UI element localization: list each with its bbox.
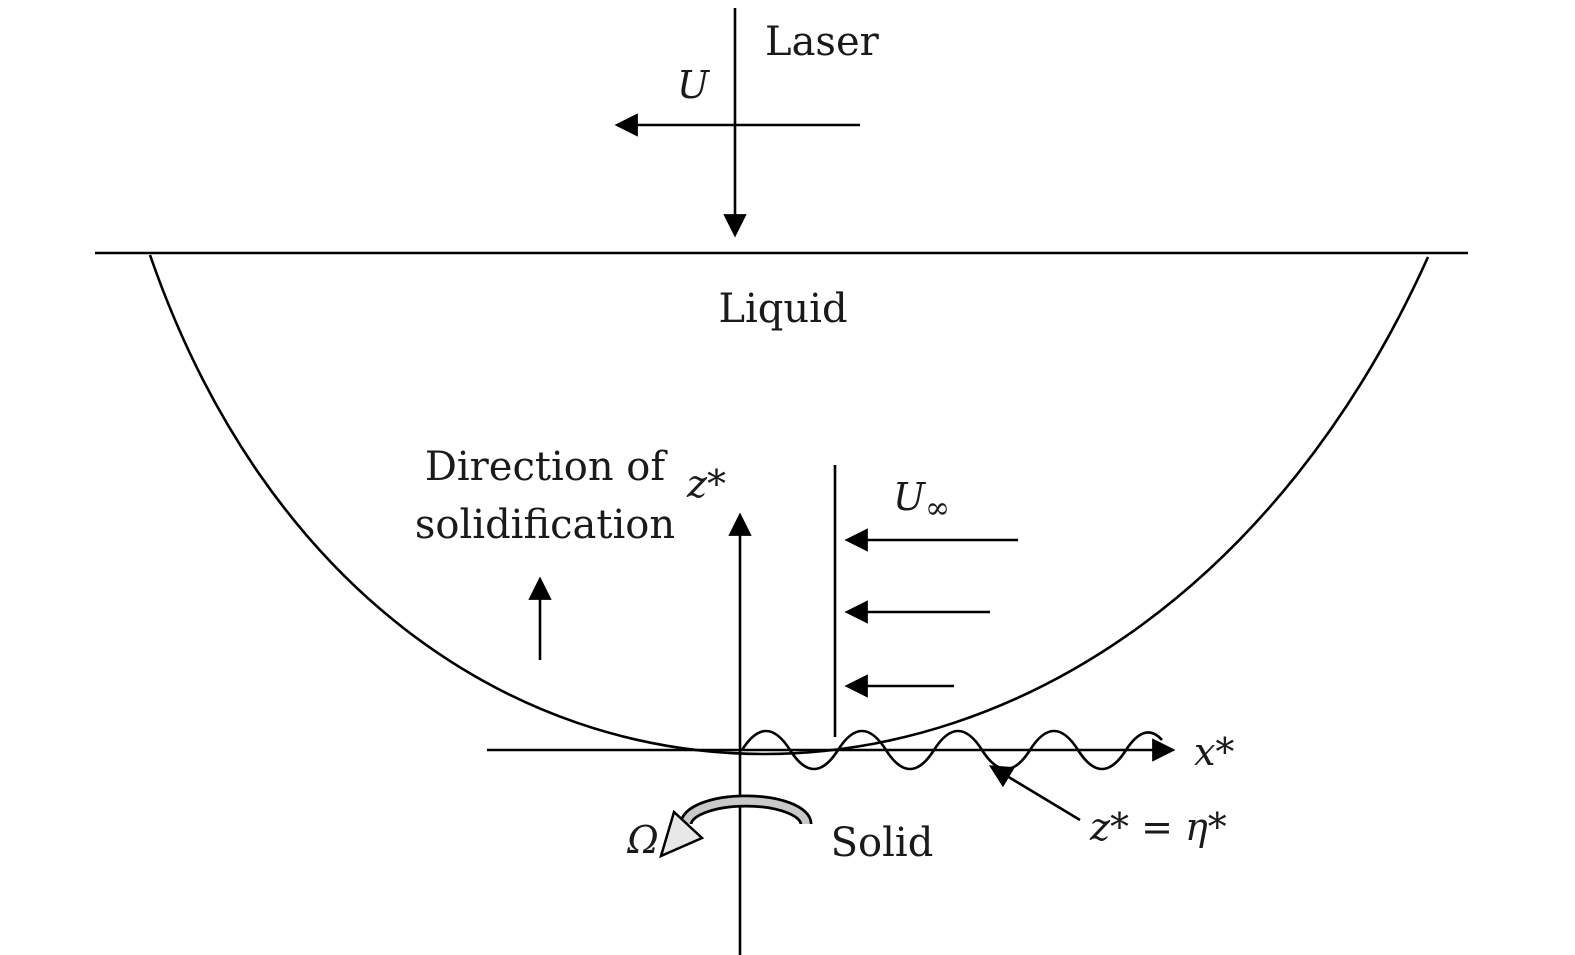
free-stream-velocity-label: U∞ <box>893 475 950 526</box>
interface-wave <box>740 729 1163 771</box>
x-axis-label: x* <box>1194 730 1234 774</box>
solidification-direction-label-line2: solidification <box>415 502 675 548</box>
melt-pool-boundary <box>148 254 1430 756</box>
free-stream-velocity-subscript: ∞ <box>925 491 950 526</box>
interface-equation-label: z* = η* <box>1089 805 1227 849</box>
laser-label: Laser <box>765 19 880 65</box>
rotation-arrowhead <box>659 809 705 859</box>
solid-label: Solid <box>831 820 934 866</box>
liquid-label: Liquid <box>718 286 847 332</box>
interface-pointer-arrow <box>988 765 1081 822</box>
scan-speed-label: U <box>677 63 711 107</box>
rotation-arrow <box>659 794 813 859</box>
free-stream-velocity-symbol: U <box>893 475 927 519</box>
solidification-direction-label-line1: Direction of <box>425 444 669 490</box>
rotation-arrow-band <box>682 797 810 825</box>
z-axis-label: z* <box>686 462 726 506</box>
rotation-rate-label: Ω <box>626 818 659 862</box>
